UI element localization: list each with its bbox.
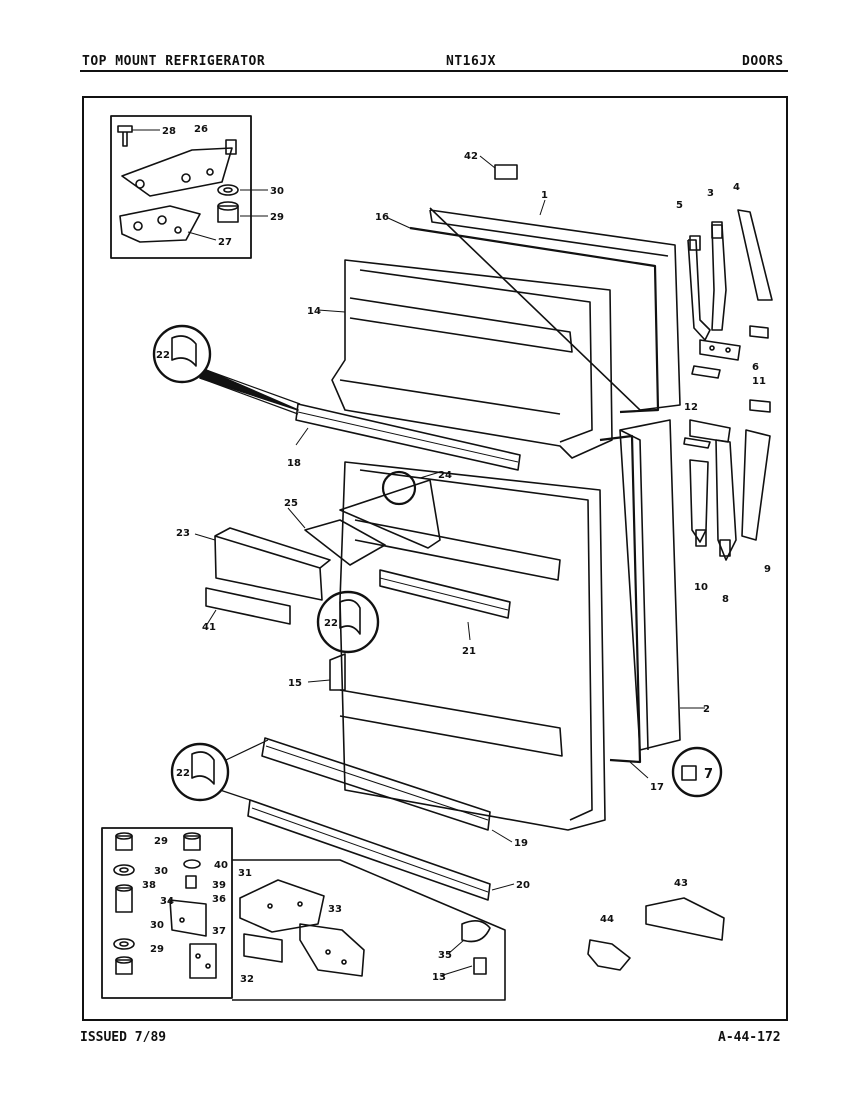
part-label-18: 18 — [287, 458, 301, 469]
part-label-31: 31 — [238, 868, 252, 879]
part-label-34: 34 — [160, 896, 174, 907]
part-label-21: 21 — [462, 646, 476, 657]
part-label-26: 26 — [194, 124, 208, 135]
butter-door-25 — [304, 519, 386, 566]
part-label-30-b: 30 — [154, 866, 168, 877]
part-label-5: 5 — [676, 200, 683, 211]
label-41-icon — [205, 587, 291, 625]
bracket-43 — [645, 897, 725, 941]
freezer-hinge-parts — [687, 209, 773, 413]
washer-30-icon — [217, 184, 268, 196]
part-label-44: 44 — [600, 914, 614, 925]
callout-22-bottom — [170, 739, 269, 802]
hinge-plate-26-icon — [121, 139, 237, 197]
header-section: DOORS — [742, 54, 784, 69]
part-label-24: 24 — [438, 470, 452, 481]
bracket-44 — [587, 939, 631, 971]
shelf-bracket-24 — [339, 470, 441, 549]
part-label-2: 2 — [703, 704, 710, 715]
part-label-32: 32 — [240, 974, 254, 985]
fresh-food-door-liner — [307, 461, 606, 831]
label-42-icon — [494, 164, 518, 180]
door-shelf-19 — [261, 737, 513, 843]
part-label-12: 12 — [684, 402, 698, 413]
inset-bottom-brackets — [232, 859, 506, 1001]
part-label-19: 19 — [514, 838, 528, 849]
callout-7 — [671, 746, 723, 798]
part-label-3: 3 — [707, 188, 714, 199]
part-label-41: 41 — [202, 622, 216, 633]
part-label-22-middle: 22 — [324, 618, 338, 629]
freezer-door-panel — [429, 199, 681, 411]
part-label-43: 43 — [674, 878, 688, 889]
shim-27-icon — [119, 205, 217, 243]
door-shelf-21 — [379, 569, 511, 641]
footer-diagram-number: A-44-172 — [718, 1030, 781, 1045]
fresh-food-door-panel — [599, 419, 705, 779]
part-label-40: 40 — [214, 860, 228, 871]
dairy-compartment-23 — [194, 527, 331, 601]
part-label-29-b: 29 — [154, 836, 168, 847]
part-label-39: 39 — [212, 880, 226, 891]
header-model: NT16JX — [446, 54, 496, 69]
part-label-1: 1 — [541, 190, 548, 201]
part-label-20: 20 — [516, 880, 530, 891]
part-label-29: 29 — [270, 212, 284, 223]
screw-28-icon — [117, 125, 160, 147]
freezer-gasket — [409, 226, 660, 414]
part-label-16: 16 — [375, 212, 389, 223]
part-label-7: 7 — [704, 767, 713, 782]
part-label-22-bottom: 22 — [176, 768, 190, 779]
part-label-28: 28 — [162, 126, 176, 137]
part-label-42: 42 — [464, 151, 478, 162]
inset-top-hinge — [110, 115, 268, 259]
part-label-25: 25 — [284, 498, 298, 509]
part-label-36: 36 — [212, 894, 226, 905]
part-label-35: 35 — [438, 950, 452, 961]
part-label-33: 33 — [328, 904, 342, 915]
part-label-38: 38 — [142, 880, 156, 891]
bushing-29-icon — [217, 201, 268, 223]
freezer-door-liner — [317, 259, 613, 459]
part-label-17: 17 — [650, 782, 664, 793]
part-label-27: 27 — [218, 237, 232, 248]
door-shelf-20 — [247, 799, 515, 901]
part-label-37: 37 — [212, 926, 226, 937]
part-label-8: 8 — [722, 594, 729, 605]
diagram-frame — [82, 96, 788, 1021]
part-label-14: 14 — [307, 306, 321, 317]
part-label-23: 23 — [176, 528, 190, 539]
part-label-6: 6 — [752, 362, 759, 373]
callout-22-top — [152, 324, 301, 415]
header-title: TOP MOUNT REFRIGERATOR — [82, 54, 266, 69]
freezer-door-shelf — [295, 403, 521, 471]
part-label-30: 30 — [270, 186, 284, 197]
part-label-13: 13 — [432, 972, 446, 983]
inset-bottom-hinge — [101, 827, 233, 999]
callout-22-middle — [316, 590, 380, 654]
part-label-11: 11 — [752, 376, 766, 387]
part-label-9: 9 — [764, 564, 771, 575]
part-label-22-top: 22 — [156, 350, 170, 361]
part-label-4: 4 — [733, 182, 740, 193]
footer-issued: ISSUED 7/89 — [80, 1030, 167, 1045]
part-label-15: 15 — [288, 678, 302, 689]
part-label-30-c: 30 — [150, 920, 164, 931]
fresh-food-hinge-parts — [683, 419, 771, 561]
part-label-29-c: 29 — [150, 944, 164, 955]
header-rule — [80, 70, 788, 72]
part-label-10: 10 — [694, 582, 708, 593]
